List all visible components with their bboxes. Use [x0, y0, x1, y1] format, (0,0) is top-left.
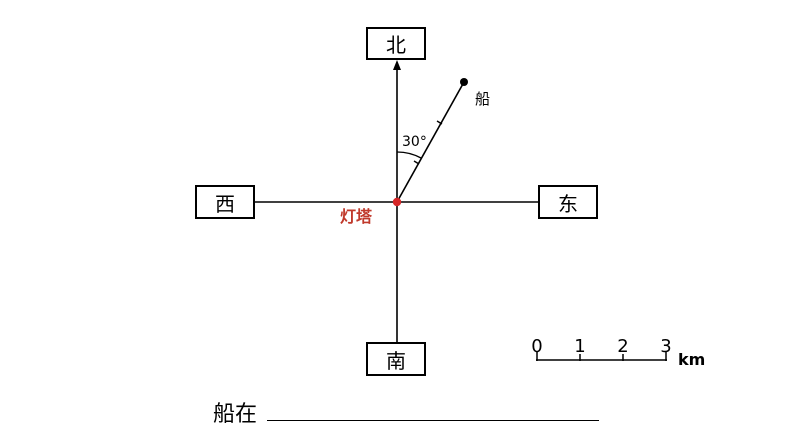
west-label-box: 西	[195, 185, 255, 219]
lighthouse-label: 灯塔	[340, 207, 373, 226]
north-label-box: 北	[366, 27, 426, 60]
ship-line-tick	[413, 160, 420, 165]
lighthouse-point	[392, 197, 402, 207]
scale-unit-label: km	[678, 350, 706, 369]
angle-label: 30°	[402, 134, 427, 150]
answer-prompt: 船在	[213, 402, 258, 427]
ship-line-tick	[436, 120, 443, 125]
scale-bar	[536, 352, 667, 361]
ship-label: 船	[475, 90, 491, 108]
scale-tick-label: 3	[660, 336, 672, 357]
scale-tick-label: 2	[617, 336, 629, 357]
north-arrowhead	[393, 60, 401, 70]
angle-arc	[396, 151, 422, 159]
scale-tick-label: 0	[531, 336, 543, 357]
scale-tick-label: 1	[574, 336, 586, 357]
south-label-box: 南	[366, 342, 426, 376]
ship-bearing-line	[396, 81, 465, 203]
ship-point	[460, 78, 468, 86]
answer-blank-line[interactable]	[267, 420, 599, 421]
east-label-box: 东	[538, 185, 598, 219]
